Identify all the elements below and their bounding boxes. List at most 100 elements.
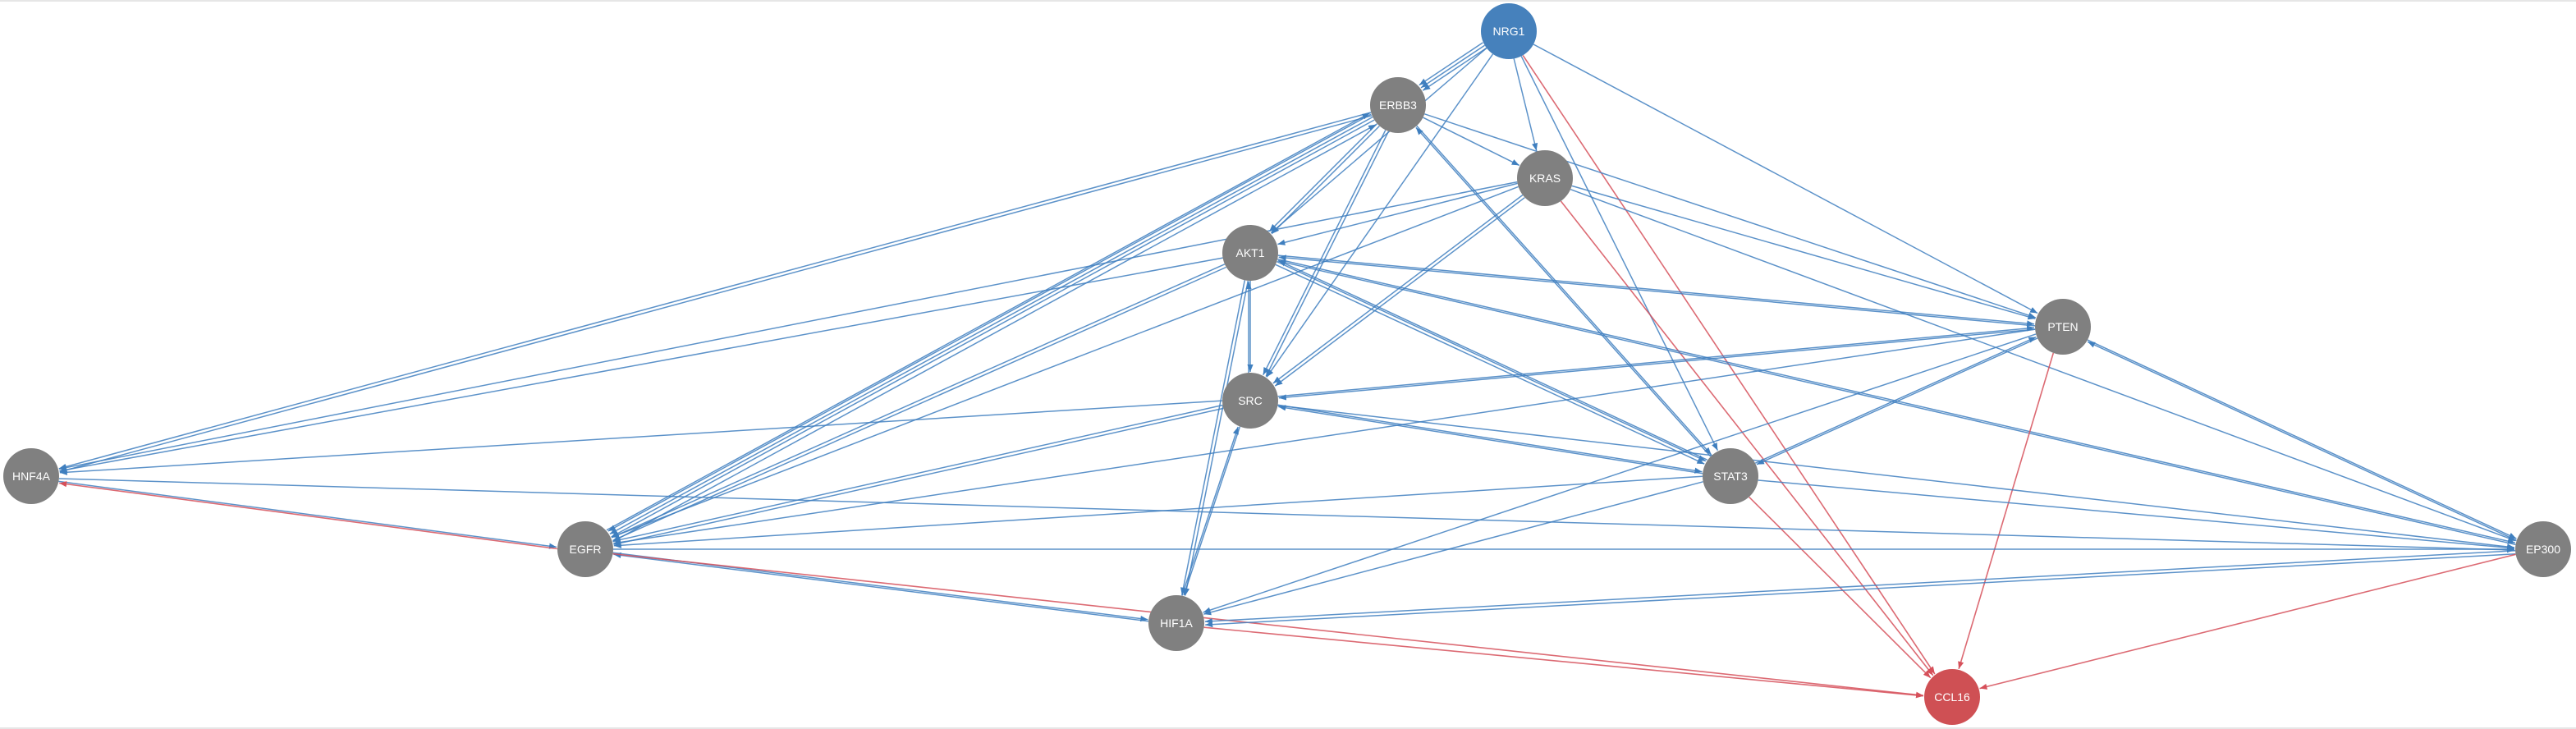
- edge-kras-src: [1272, 194, 1524, 384]
- node-erbb3[interactable]: ERBB3: [1370, 77, 1426, 133]
- edge-nrg1-erbb3: [1422, 47, 1487, 91]
- edge-kras-ep300: [1570, 188, 2516, 542]
- top-border: [0, 0, 2576, 2]
- node-label: HNF4A: [12, 470, 51, 483]
- node-stat3[interactable]: STAT3: [1703, 448, 1758, 504]
- edge-ep300-pten: [2087, 341, 2517, 541]
- edge-akt1-stat3: [1277, 261, 1707, 462]
- node-label: ERBB3: [1379, 99, 1417, 112]
- edge-erbb3-kras: [1423, 117, 1520, 167]
- edge-src-egfr: [612, 404, 1223, 543]
- edge-egfr-erbb3: [612, 124, 1377, 543]
- edge-erbb3-akt1: [1271, 125, 1380, 235]
- edge-erbb3-akt1: [1268, 123, 1378, 232]
- edge-pten-akt1: [1278, 254, 2036, 327]
- edge-layer: [58, 42, 2517, 699]
- edge-kras-src: [1274, 197, 1525, 387]
- edge-src-ep300: [1277, 405, 2515, 550]
- node-label: NRG1: [1493, 25, 1525, 38]
- edge-kras-ccl16: [1560, 200, 1934, 676]
- edge-nrg1-erbb3: [1419, 42, 1483, 86]
- edge-erbb3-stat3: [1416, 125, 1712, 456]
- edge-kras-pten: [1571, 185, 2036, 320]
- node-label: SRC: [1238, 394, 1263, 407]
- node-kras[interactable]: KRAS: [1517, 150, 1573, 206]
- edge-akt1-pten: [1277, 254, 2035, 327]
- edge-erbb3-egfr: [611, 119, 1375, 538]
- edge-stat3-akt1: [1277, 259, 1708, 461]
- node-hif1a[interactable]: HIF1A: [1148, 595, 1204, 651]
- edge-akt1-hif1a: [1180, 280, 1246, 595]
- edge-kras-egfr: [611, 186, 1519, 539]
- node-label: AKT1: [1235, 246, 1264, 259]
- edge-nrg1-akt1: [1270, 48, 1487, 234]
- node-circle[interactable]: [1481, 3, 1537, 59]
- edge-akt1-stat3: [1275, 264, 1705, 465]
- edge-pten-ep300: [2087, 339, 2517, 539]
- node-label: HIF1A: [1160, 617, 1193, 630]
- edge-akt1-egfr: [611, 264, 1226, 539]
- edge-stat3-hif1a: [1203, 481, 1703, 616]
- edge-hnf4a-ep300: [58, 478, 2515, 553]
- node-circle[interactable]: [1222, 373, 1278, 429]
- node-label: PTEN: [2047, 320, 2078, 333]
- edge-ep300-ccl16: [1979, 553, 2516, 690]
- edge-pten-egfr: [613, 328, 2036, 546]
- node-ep300[interactable]: EP300: [2515, 521, 2571, 577]
- node-akt1[interactable]: AKT1: [1222, 225, 1278, 281]
- edge-erbb3-hnf4a: [58, 112, 1372, 470]
- edge-akt1-hif1a: [1184, 280, 1249, 596]
- node-circle[interactable]: [1222, 225, 1278, 281]
- edge-nrg1-src: [1266, 53, 1494, 378]
- node-circle[interactable]: [1703, 448, 1758, 504]
- node-circle[interactable]: [557, 521, 613, 577]
- edge-erbb3-hnf4a: [59, 115, 1373, 473]
- edge-src-stat3: [1277, 404, 1703, 474]
- node-label: KRAS: [1529, 172, 1561, 185]
- node-nrg1[interactable]: NRG1: [1481, 3, 1537, 59]
- edge-hif1a-src: [1181, 426, 1239, 596]
- edge-ep300-hif1a: [1204, 550, 2516, 625]
- edge-pten-ccl16: [1958, 352, 2055, 670]
- node-pten[interactable]: PTEN: [2035, 299, 2091, 355]
- edge-pten-src: [1278, 328, 2036, 401]
- edge-stat3-erbb3: [1415, 126, 1712, 457]
- edge-nrg1-stat3: [1520, 56, 1719, 452]
- edge-erbb3-src: [1263, 130, 1387, 376]
- edge-stat3-pten: [1754, 336, 2037, 464]
- edge-erbb3-egfr: [607, 113, 1372, 532]
- node-egfr[interactable]: EGFR: [557, 521, 613, 577]
- edge-nrg1-erbb3: [1420, 44, 1486, 89]
- edge-src-egfr: [613, 407, 1224, 546]
- edge-pten-stat3: [1756, 337, 2038, 465]
- node-circle[interactable]: [2515, 521, 2571, 577]
- node-circle[interactable]: [1517, 150, 1573, 206]
- edge-akt1-ep300: [1277, 258, 2516, 544]
- edge-stat3-ep300: [1758, 479, 2515, 551]
- node-ccl16[interactable]: CCL16: [1924, 669, 1980, 725]
- edge-akt1-egfr: [612, 266, 1226, 542]
- node-src[interactable]: SRC: [1222, 373, 1278, 429]
- edge-erbb3-src: [1265, 131, 1390, 377]
- edge-pten-hif1a: [1203, 333, 2037, 613]
- edge-kras-akt1: [1277, 182, 1518, 245]
- edge-egfr-hnf4a: [59, 481, 557, 550]
- node-label: STAT3: [1713, 470, 1748, 483]
- edge-nrg1-pten: [1533, 44, 2038, 314]
- node-circle[interactable]: [2035, 299, 2091, 355]
- bottom-border: [0, 727, 2576, 729]
- node-circle[interactable]: [1148, 595, 1204, 651]
- edge-ep300-akt1: [1277, 259, 2516, 546]
- edge-nrg1-kras: [1513, 58, 1538, 151]
- node-circle[interactable]: [1924, 669, 1980, 725]
- edge-erbb3-pten: [1424, 113, 2037, 319]
- node-circle[interactable]: [1370, 77, 1426, 133]
- node-hnf4a[interactable]: HNF4A: [3, 448, 59, 504]
- edge-akt1-hnf4a: [59, 257, 1223, 473]
- node-circle[interactable]: [3, 448, 59, 504]
- node-label: CCL16: [1934, 690, 1970, 704]
- edge-hnf4a-egfr: [58, 480, 557, 549]
- edge-ep300-hif1a: [1205, 553, 2516, 628]
